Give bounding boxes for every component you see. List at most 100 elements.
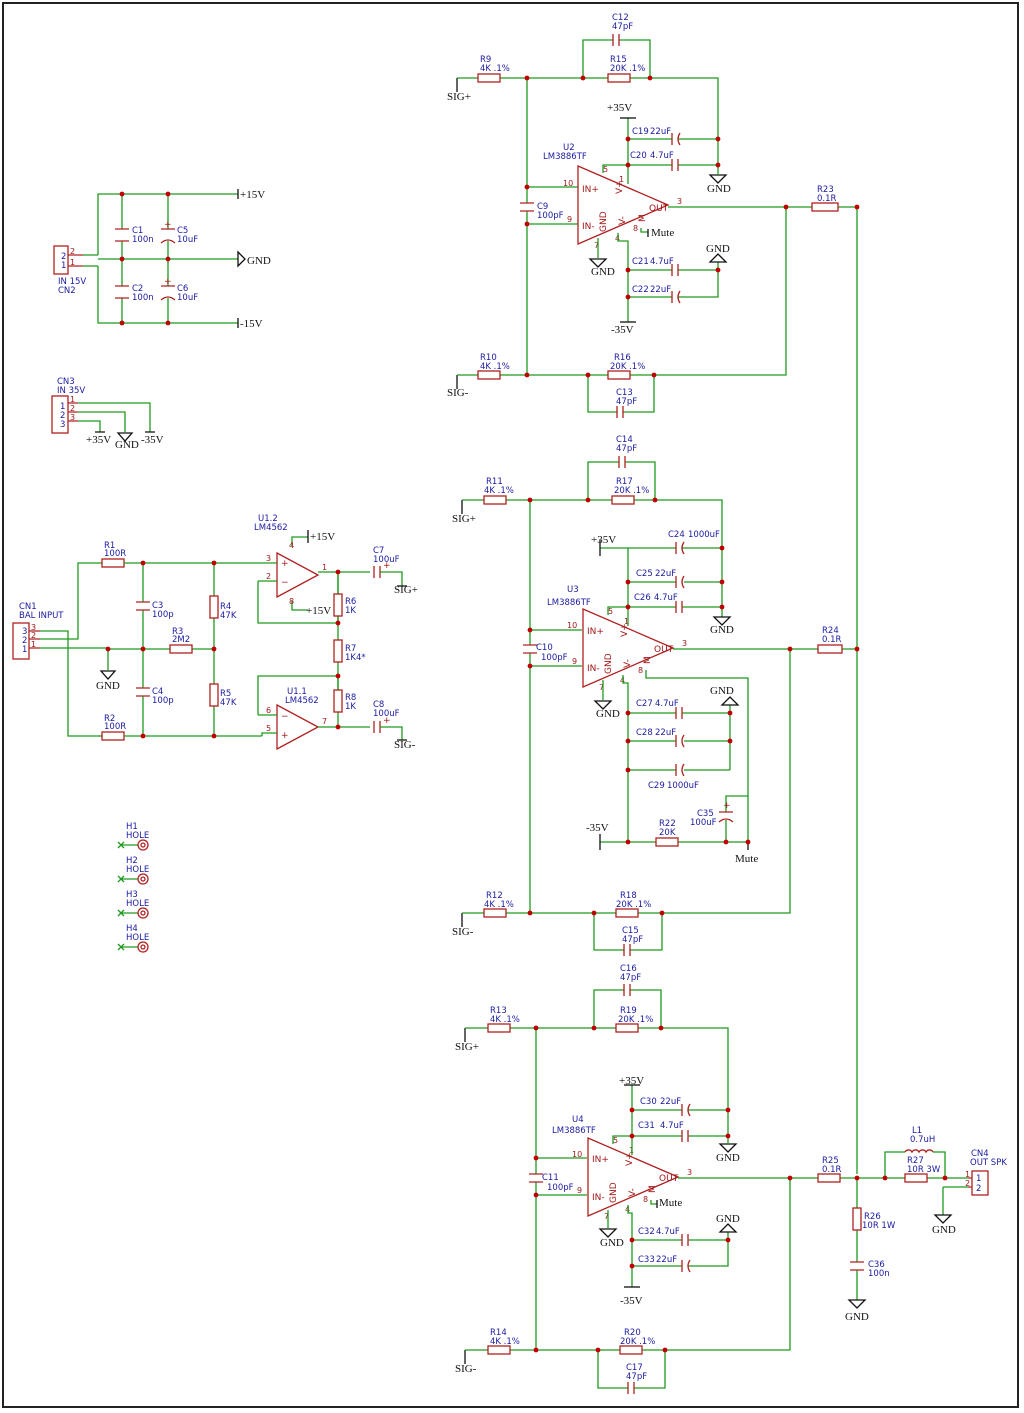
u3-pin-gnd: GND — [604, 653, 614, 674]
u3-pin-inp: IN+ — [587, 627, 604, 637]
u2-pinnum-7: 7 — [594, 241, 599, 250]
u2-pinnum-1: 1 — [619, 175, 624, 184]
cn3-body-pin3: 3 — [60, 420, 65, 430]
u12-pin4: 4 — [289, 541, 294, 550]
hole-h2: H2 HOLE — [117, 856, 149, 885]
u2-sig-plus: SIG+ — [447, 91, 471, 103]
r12-ref: R12 — [486, 891, 503, 901]
u4-gnd-bottom: GND — [716, 1213, 740, 1225]
u4-net-p35: +35V — [619, 1075, 644, 1087]
u11-pin6: 6 — [266, 706, 271, 715]
u4-pinnum-5: 5 — [613, 1136, 618, 1145]
u4-gnd-pin7: GND — [600, 1237, 624, 1249]
c4-value: 100p — [152, 696, 174, 706]
u4-pin-out: OUT — [659, 1174, 679, 1184]
cn4-body-pin1: 1 — [976, 1174, 981, 1184]
u12-ref: U1.2 — [258, 514, 278, 524]
svg-text:+: + — [723, 801, 731, 811]
cn3-net-p35: +35V — [86, 434, 111, 446]
c19-value: 22uF — [650, 127, 671, 137]
output-gnd-c36: GND — [845, 1311, 869, 1323]
c21-ref: C21 — [632, 257, 649, 267]
r13-ref: R13 — [490, 1006, 507, 1016]
net-sig-minus-input: SIG- — [394, 739, 416, 751]
r12-value: 4K .1% — [484, 900, 514, 910]
r9-value: 4K .1% — [480, 64, 510, 74]
r4-value: 47K — [220, 611, 237, 621]
u3-net-m35: -35V — [586, 822, 609, 834]
u3-pinnum-5: 5 — [608, 607, 613, 616]
r3-value: 2M2 — [172, 635, 190, 645]
u12-value: LM4562 — [254, 523, 288, 533]
r17-ref: R17 — [616, 477, 633, 487]
r15-value: 20K .1% — [610, 64, 645, 74]
u3-pinnum-10: 10 — [567, 621, 577, 630]
u11-value: LM4562 — [285, 696, 319, 706]
r2-ref: R2 — [104, 714, 115, 724]
r24-value: 0.1R — [822, 635, 842, 645]
u2-pinnum-9: 9 — [567, 215, 572, 224]
h1-value: HOLE — [126, 831, 149, 841]
r23-ref: R23 — [817, 185, 834, 195]
u11-ref: U1.1 — [287, 687, 307, 697]
hole-h4: H4 HOLE — [117, 924, 149, 953]
cn1-value: BAL INPUT — [19, 611, 64, 621]
l1-value: 0.7uH — [910, 1135, 935, 1145]
cn2-body — [53, 245, 69, 275]
c19-ref: C19 — [632, 127, 649, 137]
r19-ref: R19 — [620, 1006, 637, 1016]
u3-gnd-pin7: GND — [596, 708, 620, 720]
output-section: R26 10R 1W C36 100n GND L1 0.7uH R27 10R… — [845, 1126, 1007, 1323]
cn2-pin2: 2 — [70, 247, 75, 256]
h3-ref: H3 — [126, 890, 138, 900]
u3-pin-vn: V- — [623, 659, 633, 668]
c17-ref: C17 — [626, 1363, 643, 1373]
u2-gnd-pin7: GND — [591, 266, 615, 278]
u3-net-p35: +35V — [591, 534, 616, 546]
r24-ref: R24 — [822, 626, 839, 636]
c28-value: 22uF — [655, 728, 676, 738]
net-label-gnd: GND — [247, 255, 271, 267]
u4-gnd-top: GND — [716, 1152, 740, 1164]
u3-pinnum-8: 8 — [638, 666, 643, 675]
r10-ref: R10 — [480, 353, 497, 363]
c2-value: 100n — [132, 293, 154, 303]
c14-value: 47pF — [616, 444, 637, 454]
c36-value: 100n — [868, 1269, 890, 1279]
c11-value: 100pF — [547, 1183, 574, 1193]
cn1-body-pin2: 2 — [22, 636, 27, 646]
u2-ref: U2 — [563, 143, 575, 153]
u12-pin1: 1 — [322, 563, 327, 572]
amp-u3-section: SIG+ R11 4K .1% R17 20K .1% C14 47pF C10… — [452, 435, 860, 956]
cn4-body — [971, 1170, 989, 1196]
cn3-body — [51, 395, 69, 434]
c25-value: 22uF — [655, 569, 676, 579]
cn4-pin1: 1 — [965, 1170, 970, 1179]
cn1-body-pin3: 3 — [22, 627, 27, 637]
cn3-pin3: 3 — [70, 413, 75, 422]
c9-value: 100pF — [537, 211, 564, 221]
r16-ref: R16 — [614, 353, 631, 363]
cn3-net-m35: -35V — [141, 434, 164, 446]
cn2-value: IN 15V — [58, 277, 86, 287]
r26-ref: R26 — [864, 1212, 881, 1222]
cn1-body-pin1: 1 — [22, 645, 27, 655]
r20-value: 20K .1% — [620, 1337, 655, 1347]
c26-ref: C26 — [634, 593, 651, 603]
cn3-net-gnd: GND — [115, 439, 139, 451]
c32-ref: C32 — [638, 1227, 655, 1237]
c8-value: 100uF — [373, 709, 400, 719]
c16-ref: C16 — [620, 964, 637, 974]
u3-pinnum-7: 7 — [599, 683, 604, 692]
u3-pin-inn: IN- — [587, 664, 600, 674]
u2-sig-minus: SIG- — [447, 387, 469, 399]
c15-ref: C15 — [622, 926, 639, 936]
c28-ref: C28 — [636, 728, 653, 738]
r5-ref: R5 — [220, 689, 231, 699]
c3-ref: C3 — [152, 601, 163, 611]
r27-value: 10R 3W — [907, 1165, 941, 1175]
c36-ref: C36 — [868, 1260, 885, 1270]
r22-ref: R22 — [659, 819, 676, 829]
r11-value: 4K .1% — [484, 486, 514, 496]
